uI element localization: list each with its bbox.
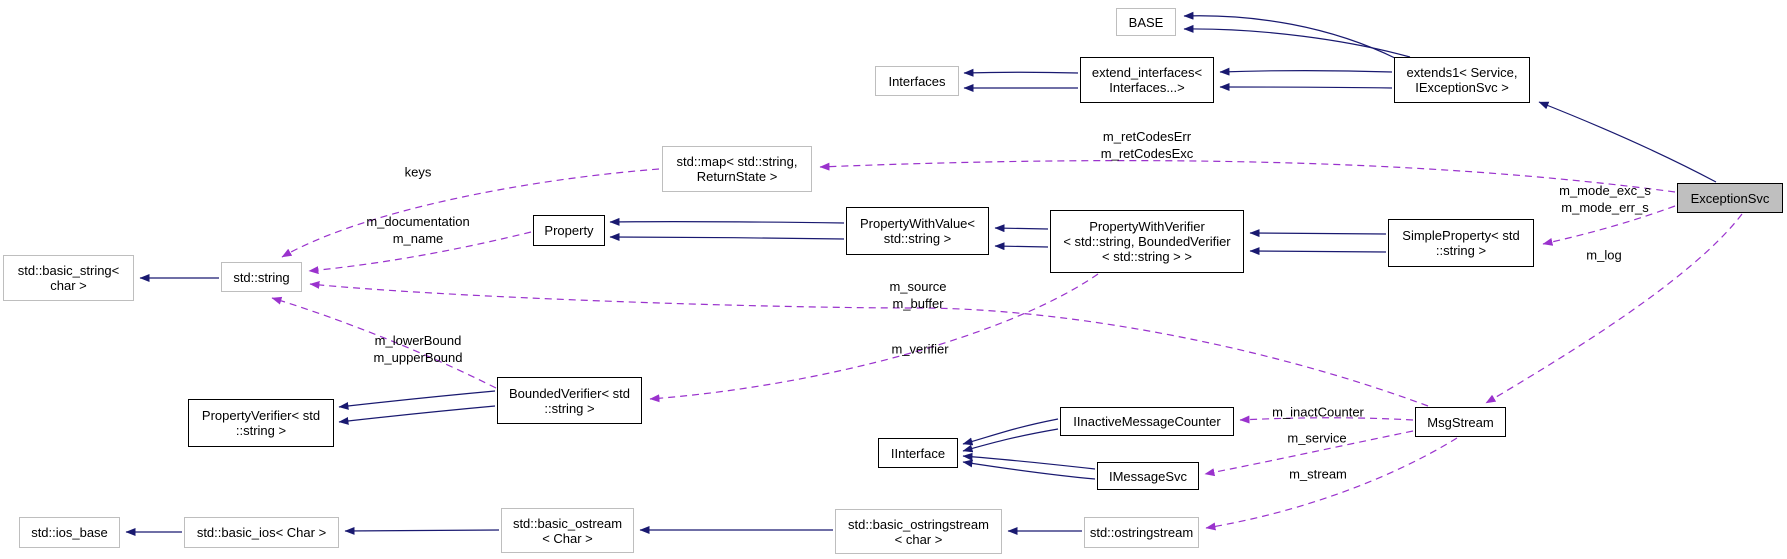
edge-simpleproperty-to-pwverifier-2 [1249, 247, 1387, 256]
edge-label-log: m_log [1586, 247, 1622, 263]
node-property-with-verifier[interactable]: PropertyWithVerifier < std::string, Boun… [1050, 210, 1244, 273]
edge-extends1-to-base-2 [1183, 24, 1411, 58]
edge-boundedverifier-to-propertyverifier-2 [338, 405, 496, 425]
edge-basicostream-to-basicios [344, 526, 500, 535]
edge-imessagesvc-to-iinterface-2 [962, 459, 1096, 480]
edge-iimc-to-iinterface-1 [962, 418, 1059, 446]
node-base: BASE [1116, 8, 1176, 36]
node-iinterface[interactable]: IInterface [878, 438, 958, 468]
node-property-verifier[interactable]: PropertyVerifier< std ::string > [188, 399, 334, 447]
node-bounded-verifier[interactable]: BoundedVerifier< std ::string > [497, 377, 642, 424]
edge-label-keys: keys [404, 164, 432, 180]
node-extend-interfaces[interactable]: extend_interfaces< Interfaces...> [1080, 57, 1214, 103]
edge-usage-retcodes [819, 159, 1676, 193]
edge-label-modes: m_mode_exc_s m_mode_err_s [1559, 183, 1651, 215]
edge-label-doc-name: m_documentation m_name [366, 214, 470, 246]
edge-label-service: m_service [1287, 430, 1347, 446]
edge-label-stream: m_stream [1289, 466, 1347, 482]
edge-label-inactcounter: m_inactCounter [1272, 404, 1364, 420]
node-iinactive-message-counter[interactable]: IInactiveMessageCounter [1060, 407, 1234, 436]
edge-boundedverifier-to-propertyverifier-1 [338, 390, 496, 410]
edge-iimc-to-iinterface-2 [962, 428, 1059, 453]
node-imessagesvc[interactable]: IMessageSvc [1097, 462, 1199, 490]
node-std-basic-ostringstream: std::basic_ostringstream < char > [835, 509, 1002, 554]
node-std-map: std::map< std::string, ReturnState > [662, 146, 812, 192]
edge-usage-service [1204, 430, 1414, 477]
edge-usage-bounds [271, 296, 497, 389]
edge-label-source-buffer: m_source m_buffer [889, 279, 947, 311]
edge-pwverifier-to-pwvalue-1 [994, 224, 1049, 233]
edge-usage-log [1485, 213, 1743, 404]
node-std-ios-base: std::ios_base [19, 517, 120, 548]
node-exceptionsvc: ExceptionSvc [1677, 183, 1783, 213]
node-std-basic-string: std::basic_string< char > [3, 255, 134, 301]
edge-usage-doc-name [308, 231, 532, 275]
node-interfaces: Interfaces [875, 66, 959, 96]
edge-usage-keys [281, 168, 660, 258]
edge-extends1-to-extend-interfaces-1 [1219, 67, 1393, 76]
edge-label-verifier: m_verifier [891, 341, 949, 357]
edge-usage-source-buffer [309, 280, 1429, 407]
edge-usage-verifier [649, 273, 1099, 403]
node-std-ostringstream: std::ostringstream [1084, 517, 1199, 548]
node-extends1[interactable]: extends1< Service, IExceptionSvc > [1394, 57, 1530, 103]
edge-pwvalue-to-property-1 [609, 217, 845, 226]
node-msgstream[interactable]: MsgStream [1415, 407, 1506, 437]
node-property-with-value[interactable]: PropertyWithValue< std::string > [846, 207, 989, 255]
node-std-basic-ostream: std::basic_ostream < Char > [501, 508, 634, 553]
edge-extends1-to-extend-interfaces-2 [1219, 83, 1393, 92]
edge-imessagesvc-to-iinterface-1 [962, 452, 1096, 470]
edge-extends1-to-base-1 [1183, 11, 1398, 60]
node-property[interactable]: Property [533, 215, 605, 246]
edge-pwverifier-to-pwvalue-2 [994, 242, 1049, 251]
node-simple-property[interactable]: SimpleProperty< std ::string > [1388, 219, 1534, 267]
edge-extend-interfaces-to-interfaces-1 [963, 68, 1079, 77]
edge-pwvalue-to-property-2 [609, 233, 845, 242]
edge-simpleproperty-to-pwverifier-1 [1249, 229, 1387, 238]
edge-label-bounds: m_lowerBound m_upperBound [373, 333, 463, 365]
node-std-basic-ios: std::basic_ios< Char > [184, 517, 339, 548]
edge-usage-modes [1542, 205, 1676, 246]
edge-label-retcodes: m_retCodesErr m_retCodesExc [1100, 129, 1194, 161]
node-std-string: std::string [221, 262, 302, 292]
edge-exceptionsvc-to-extends1 [1538, 101, 1717, 183]
edge-usage-stream [1205, 437, 1458, 531]
